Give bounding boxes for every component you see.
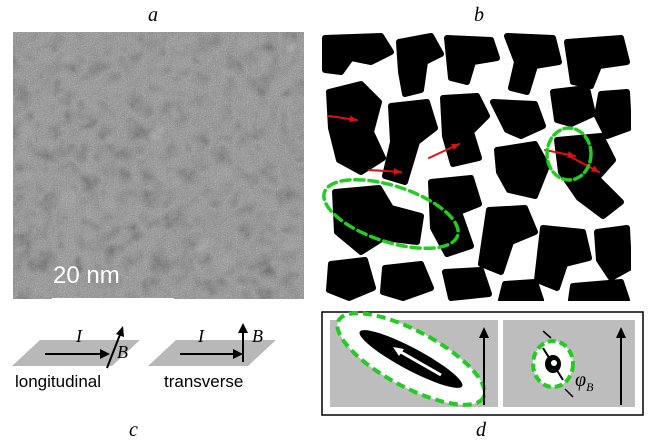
island-blob: [594, 89, 632, 139]
field-symbol-longitudinal: B: [117, 342, 128, 362]
island-blob: [564, 35, 630, 89]
island-blob: [494, 141, 550, 199]
panel-label-c: c: [129, 419, 138, 441]
island-blob: [326, 81, 386, 175]
island-blob: [442, 267, 492, 301]
island-blob: [504, 33, 562, 95]
island-blob: [550, 85, 596, 127]
ellipse-drawing: [321, 311, 644, 416]
angle-tick-bottom: [564, 388, 574, 398]
scale-bar-label: 20 nm: [53, 262, 120, 289]
arrow-head: [349, 115, 357, 123]
island-blob: [444, 35, 500, 85]
island-blob: [396, 33, 444, 97]
island-blob: [490, 99, 546, 139]
binarized-image: [321, 32, 632, 303]
angle-symbol-subscript: B: [586, 380, 594, 394]
island-blob: [322, 33, 394, 75]
island-blob: [498, 279, 544, 303]
measurement-geometry: I B I B longitudinal transverse: [0, 318, 310, 408]
field-symbol-transverse: B: [252, 326, 263, 346]
arrow-head: [451, 143, 459, 151]
island-blob: [380, 261, 434, 301]
panel-label-b: b: [474, 4, 484, 26]
scale-bar: [52, 298, 174, 299]
angle-symbol-phi: φ: [575, 369, 587, 391]
fit-ellipse-round: [545, 126, 593, 182]
island-blob: [428, 175, 482, 257]
elongated-major-axis: [398, 349, 442, 377]
island-blob: [382, 99, 438, 185]
angle-tick-top: [542, 330, 552, 339]
tem-micrograph: 20 nm: [13, 32, 304, 299]
arrow-head: [591, 165, 599, 172]
transverse-label: transverse: [164, 372, 244, 391]
island-blob: [568, 279, 630, 303]
island-blob: [332, 185, 424, 255]
ellipse-schematic: φB: [321, 311, 644, 416]
panel-label-a: a: [148, 4, 158, 26]
tem-micrograph-texture: [13, 32, 304, 299]
fit-ellipse-elongated: [322, 177, 460, 251]
arrow-head: [393, 168, 401, 176]
geometry-drawing: [12, 323, 276, 369]
island-blob: [478, 205, 538, 275]
angle-symbol: φB: [575, 369, 593, 395]
field-arrow-longitudinal: [106, 331, 122, 369]
island-map: [321, 32, 632, 303]
panel-label-d: d: [476, 419, 486, 441]
current-symbol-transverse: I: [198, 326, 204, 346]
island-blob: [594, 225, 632, 281]
longitudinal-label: longitudinal: [15, 372, 102, 391]
island-blob: [326, 257, 376, 301]
current-symbol-longitudinal: I: [76, 326, 82, 346]
